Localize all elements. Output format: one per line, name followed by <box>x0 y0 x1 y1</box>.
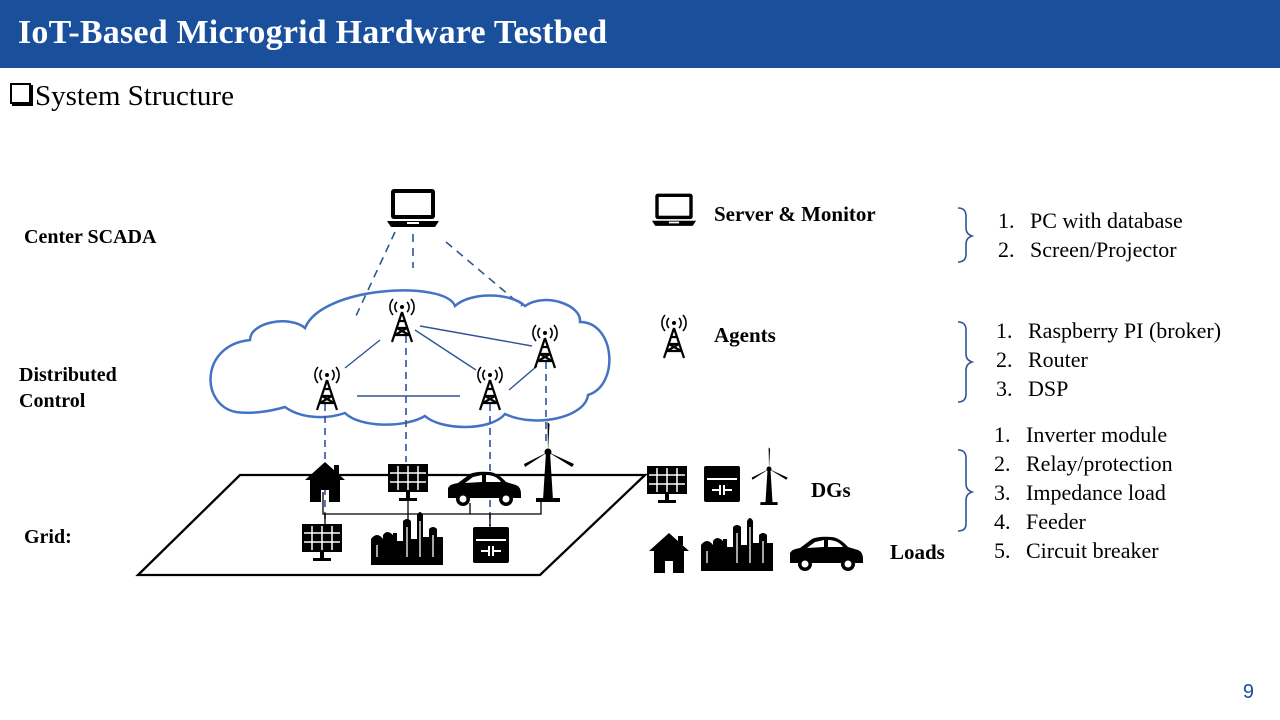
factory-icon <box>370 511 444 566</box>
house-icon <box>305 462 345 502</box>
server-laptop-icon <box>651 193 697 226</box>
list-item: 3.DSP <box>996 376 1069 401</box>
scada-laptop-icon <box>387 189 439 227</box>
electric-car-icon <box>448 471 521 506</box>
distributed-control-cloud <box>209 289 611 429</box>
section-heading: System Structure <box>10 80 234 113</box>
legend-loads: Loads <box>890 540 945 564</box>
list-item: 2.Relay/protection <box>994 451 1173 476</box>
agent-tower-icon <box>313 365 341 412</box>
load-car-icon <box>790 536 863 571</box>
server-items-list: 1.PC with database 2.Screen/Projector <box>998 206 1183 264</box>
feeder-lines <box>322 492 542 526</box>
legend-server-monitor: Server & Monitor <box>714 202 876 226</box>
legend-braces <box>957 207 975 532</box>
label-control: Control <box>19 390 86 412</box>
inverter-icon <box>472 526 510 564</box>
label-distributed: Distributed <box>19 364 117 386</box>
load-factory-icon <box>700 517 774 572</box>
agent-tower-icon <box>476 365 504 412</box>
section-title: System Structure <box>35 80 234 112</box>
solar-panel-icon <box>301 523 343 562</box>
agent-tower-icon <box>531 323 559 370</box>
grid-items-list: 1.Inverter module 2.Relay/protection 3.I… <box>994 420 1173 565</box>
agent-tower-icon <box>388 297 416 344</box>
solar-panel-icon <box>387 463 429 502</box>
list-item: 1.PC with database <box>998 208 1183 233</box>
list-item: 1.Raspberry PI (broker) <box>996 318 1222 343</box>
scada-links <box>354 231 523 319</box>
list-item: 1.Inverter module <box>994 422 1168 447</box>
list-item: 3.Impedance load <box>994 480 1166 505</box>
agent-legend-tower-icon <box>660 313 688 360</box>
list-item: 2.Screen/Projector <box>998 237 1177 262</box>
grid-plane <box>135 473 648 577</box>
slide-title: IoT-Based Microgrid Hardware Testbed <box>18 14 608 51</box>
agent-items-list: 1.Raspberry PI (broker) 2.Router 3.DSP <box>996 316 1221 403</box>
list-item: 5.Circuit breaker <box>994 538 1159 563</box>
dg-solar-panel-icon <box>646 465 688 504</box>
title-bar: IoT-Based Microgrid Hardware Testbed <box>0 0 1280 68</box>
label-center-scada: Center SCADA <box>24 226 157 248</box>
agent-links <box>344 325 538 397</box>
list-item: 2.Router <box>996 347 1088 372</box>
page-number: 9 <box>1242 681 1254 703</box>
wind-turbine-icon <box>524 422 574 502</box>
dg-inverter-icon <box>703 465 741 503</box>
checkbox-bullet-icon <box>10 83 31 104</box>
load-house-icon <box>649 533 689 573</box>
list-item: 4.Feeder <box>994 509 1086 534</box>
label-grid: Grid: <box>24 526 72 548</box>
dg-wind-turbine-icon <box>751 447 788 505</box>
legend-dgs: DGs <box>811 478 851 502</box>
legend-agents: Agents <box>714 323 776 347</box>
